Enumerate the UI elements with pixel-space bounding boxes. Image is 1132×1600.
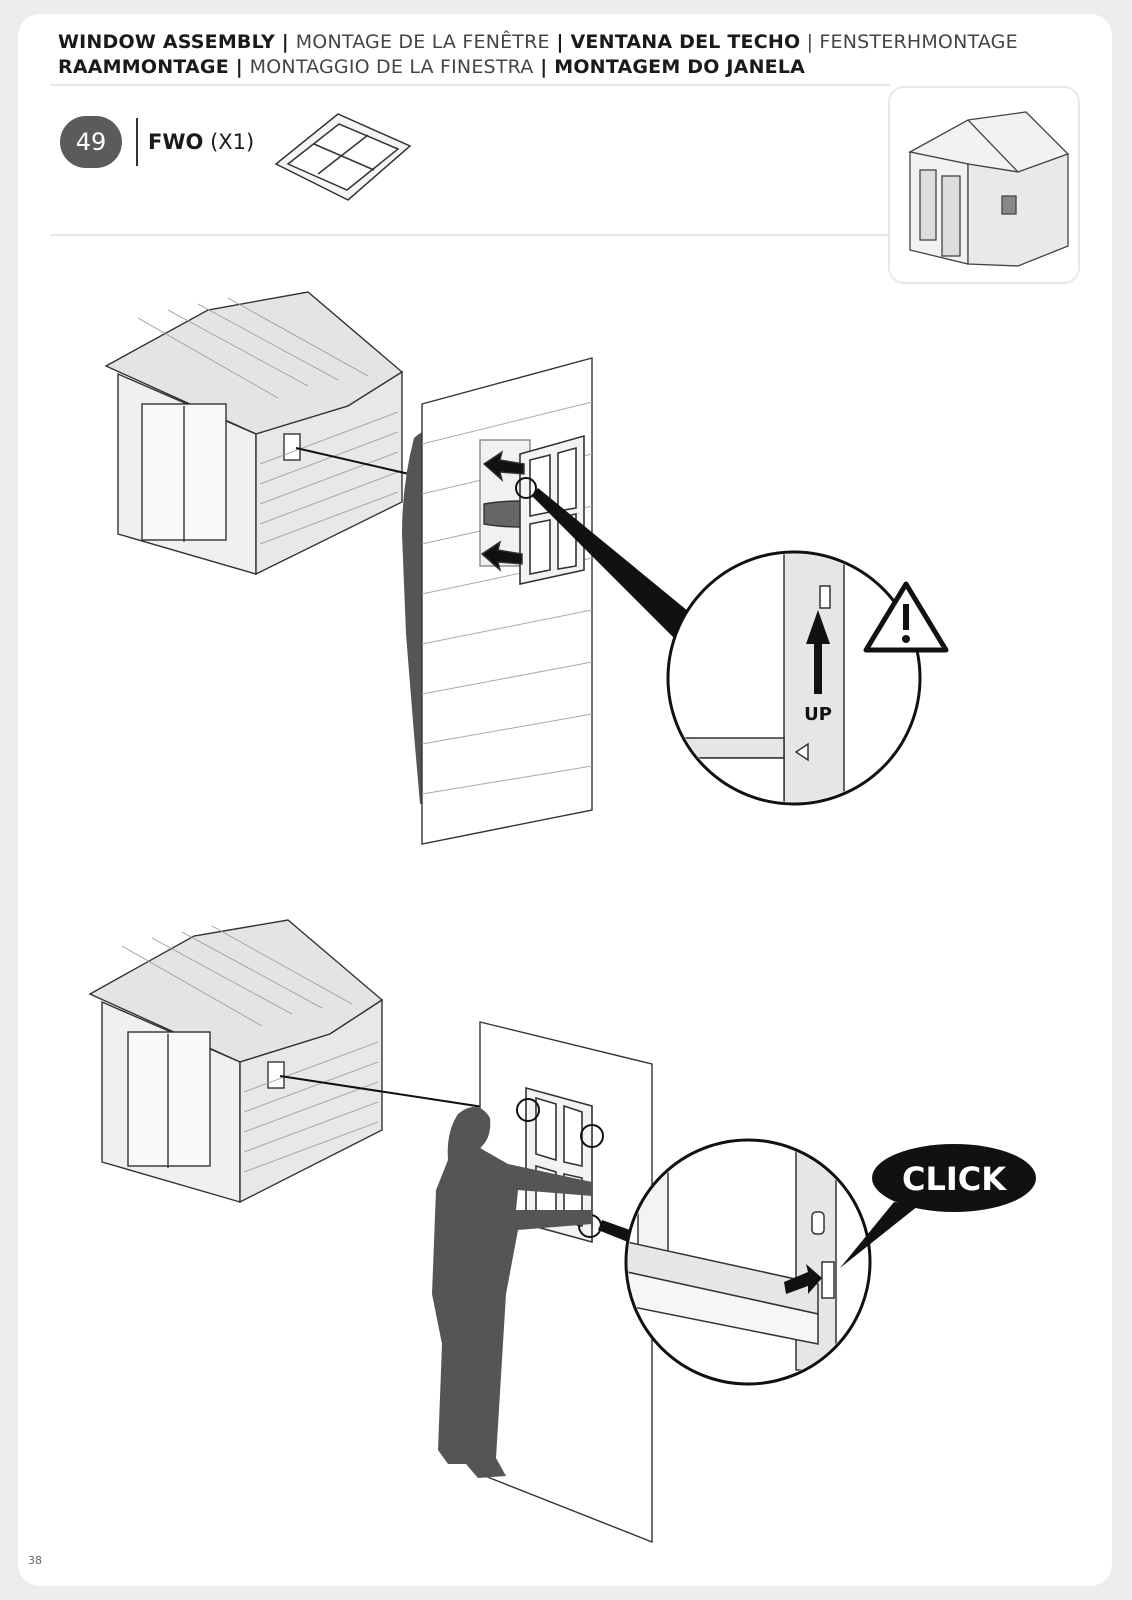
- click-label: CLICK: [902, 1160, 1007, 1198]
- title-segment: |: [533, 56, 555, 78]
- title-segment: FENSTERHMONTAGE: [819, 31, 1018, 53]
- wall-panel-top: [421, 357, 593, 845]
- title-segment: |: [800, 31, 820, 53]
- click-callout-bubble: CLICK: [840, 1144, 1036, 1268]
- step-number-badge: 49: [60, 116, 122, 168]
- up-arrow-icon: [806, 610, 830, 694]
- shed-thumbnail-drawing: [908, 111, 1070, 267]
- title-segment: RAAMMONTAGE: [58, 56, 229, 78]
- title-segment: MONTAGEM DO JANELA: [554, 56, 806, 78]
- page-number: 38: [28, 1554, 42, 1567]
- title-segment: MONTAGGIO DE LA FINESTRA: [249, 56, 534, 78]
- instruction-page: WINDOW ASSEMBLY | MONTAGE DE LA FENÊTRE …: [18, 14, 1112, 1586]
- title-line-2: RAAMMONTAGE | MONTAGGIO DE LA FINESTRA |…: [58, 55, 1068, 80]
- part-label: FWO (X1): [148, 130, 254, 154]
- push-arrow-icon: [784, 1264, 822, 1294]
- header-divider: [50, 84, 890, 86]
- title-segment: WINDOW ASSEMBLY: [58, 31, 275, 53]
- shed-bottom: [88, 919, 384, 1204]
- title-segment: MONTAGE DE LA FENÊTRE: [295, 31, 550, 53]
- assembly-illustration: UP: [88, 111, 1070, 1544]
- part-quantity: (X1): [210, 130, 255, 154]
- step-title: WINDOW ASSEMBLY | MONTAGE DE LA FENÊTRE …: [58, 30, 1068, 80]
- title-line-1: WINDOW ASSEMBLY | MONTAGE DE LA FENÊTRE …: [58, 30, 1068, 55]
- title-segment: |: [228, 56, 250, 78]
- person-silhouette-bottom: [432, 1106, 592, 1478]
- up-label: UP: [804, 704, 832, 725]
- step-divider: [136, 118, 138, 166]
- window-frame-part-icon: [274, 113, 412, 201]
- warning-icon: [863, 581, 949, 653]
- part-code: FWO: [148, 130, 204, 154]
- top-scene: UP: [104, 291, 949, 845]
- title-segment: VENTANA DEL TECHO: [570, 31, 801, 53]
- title-segment: |: [274, 31, 296, 53]
- detail-circle-click: [624, 1138, 872, 1386]
- step-divider-line: [50, 234, 888, 236]
- title-segment: |: [549, 31, 571, 53]
- shed-top: [104, 291, 404, 576]
- callout-wedge-top: [532, 488, 694, 638]
- detail-leader-line-2: [279, 1075, 517, 1113]
- bottom-scene: CLICK: [88, 919, 1036, 1544]
- detail-circle-up: UP: [666, 550, 922, 806]
